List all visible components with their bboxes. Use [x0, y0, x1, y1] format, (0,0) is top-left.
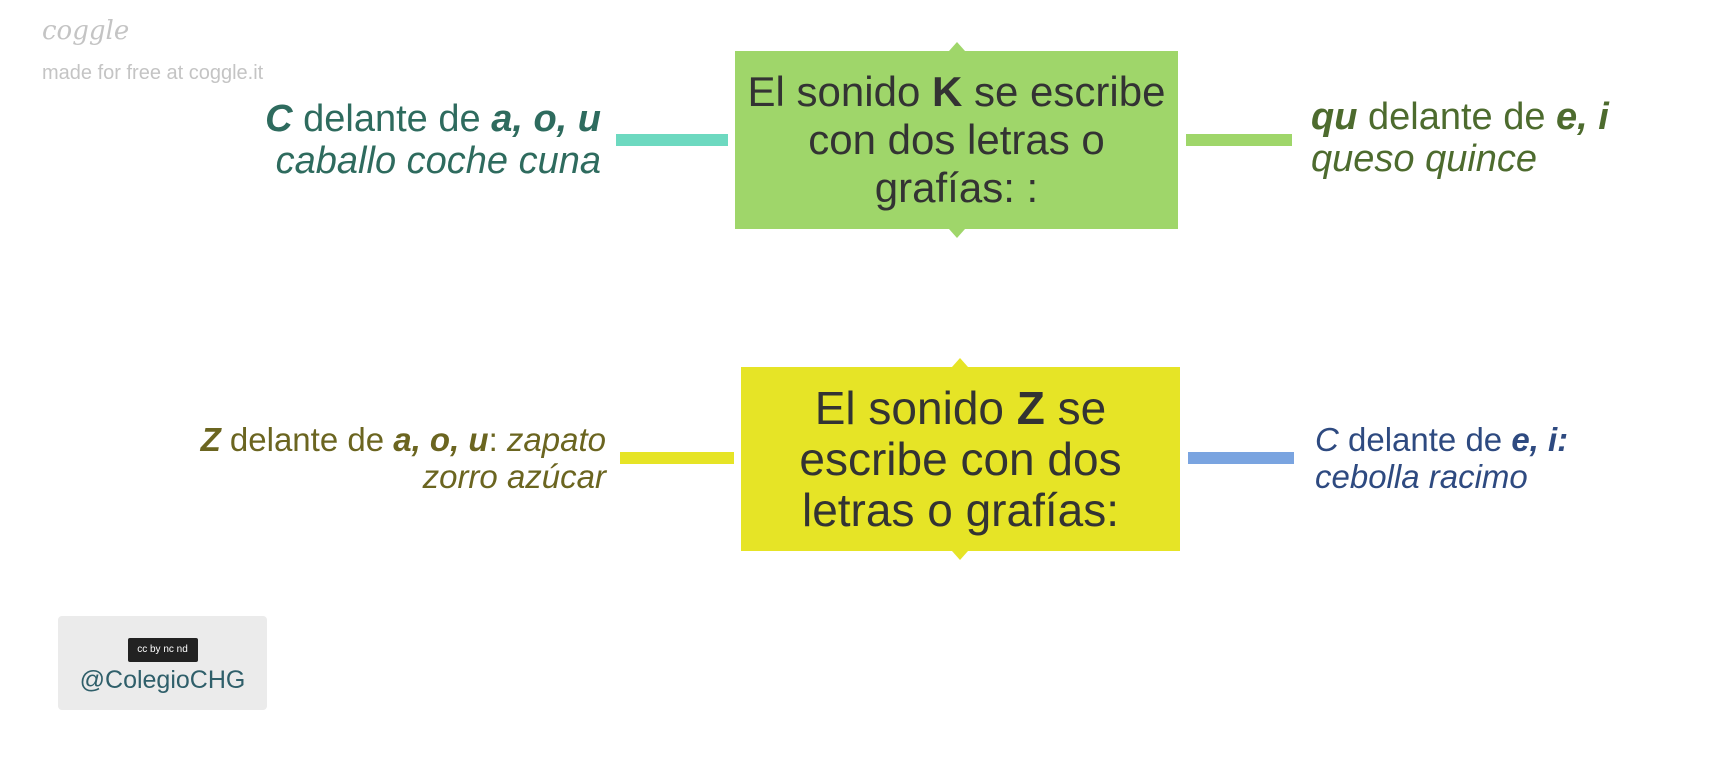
connector-z-left — [620, 452, 734, 464]
node-k-right[interactable]: qu delante de e, i queso quince — [1311, 96, 1609, 180]
node-text: El sonido — [747, 68, 932, 115]
text: : — [488, 421, 507, 458]
examples: zorro azúcar — [422, 458, 606, 495]
author-handle: @ColegioCHG — [79, 666, 246, 694]
node-sonido-z[interactable]: El sonido Z se escribe con dos letras o … — [741, 367, 1180, 551]
node-text: El sonido — [814, 381, 1017, 434]
text: delante de — [220, 421, 394, 458]
text: a, o, u — [393, 421, 489, 458]
node-text: se escribe con dos letras o grafías: — [799, 381, 1122, 536]
text: delante de — [1357, 96, 1557, 138]
connector-z-right — [1188, 452, 1294, 464]
node-sonido-k[interactable]: El sonido K se escribe con dos letras o … — [735, 51, 1178, 229]
text: a, o, u — [491, 98, 601, 140]
connector-k-right — [1186, 134, 1292, 146]
text: C — [1315, 421, 1339, 458]
text: qu — [1311, 96, 1358, 138]
examples: queso quince — [1311, 138, 1538, 180]
examples: cebolla racimo — [1315, 458, 1528, 495]
node-text-bold: K — [932, 68, 963, 115]
text: C — [265, 98, 293, 140]
node-z-left[interactable]: Z delante de a, o, u: zapato zorro azúca… — [201, 421, 606, 495]
node-bottom-handle — [949, 229, 965, 238]
node-text: se escribe con dos letras o grafías: : — [808, 68, 1166, 211]
cc-license-icon: cc by nc nd — [127, 638, 198, 662]
coggle-tagline[interactable]: made for free at coggle.it — [42, 62, 264, 84]
text: Z — [200, 421, 221, 458]
license-badge[interactable]: cc by nc nd @ColegioCHG — [58, 616, 267, 710]
node-top-handle — [949, 42, 965, 51]
coggle-logo[interactable]: coggle — [42, 16, 130, 46]
node-z-right[interactable]: C delante de e, i: cebolla racimo — [1315, 421, 1568, 495]
text: zapato — [506, 421, 606, 458]
node-bottom-handle — [952, 551, 968, 560]
connector-k-left — [616, 134, 728, 146]
node-text-bold: Z — [1016, 381, 1045, 434]
text: e, i — [1556, 96, 1609, 138]
node-k-left[interactable]: C delante de a, o, u caballo coche cuna — [265, 98, 601, 182]
examples: caballo coche cuna — [275, 140, 601, 182]
node-top-handle — [952, 358, 968, 367]
text: delante de — [1338, 421, 1512, 458]
text: delante de — [292, 98, 492, 140]
text: e, i: — [1511, 421, 1569, 458]
